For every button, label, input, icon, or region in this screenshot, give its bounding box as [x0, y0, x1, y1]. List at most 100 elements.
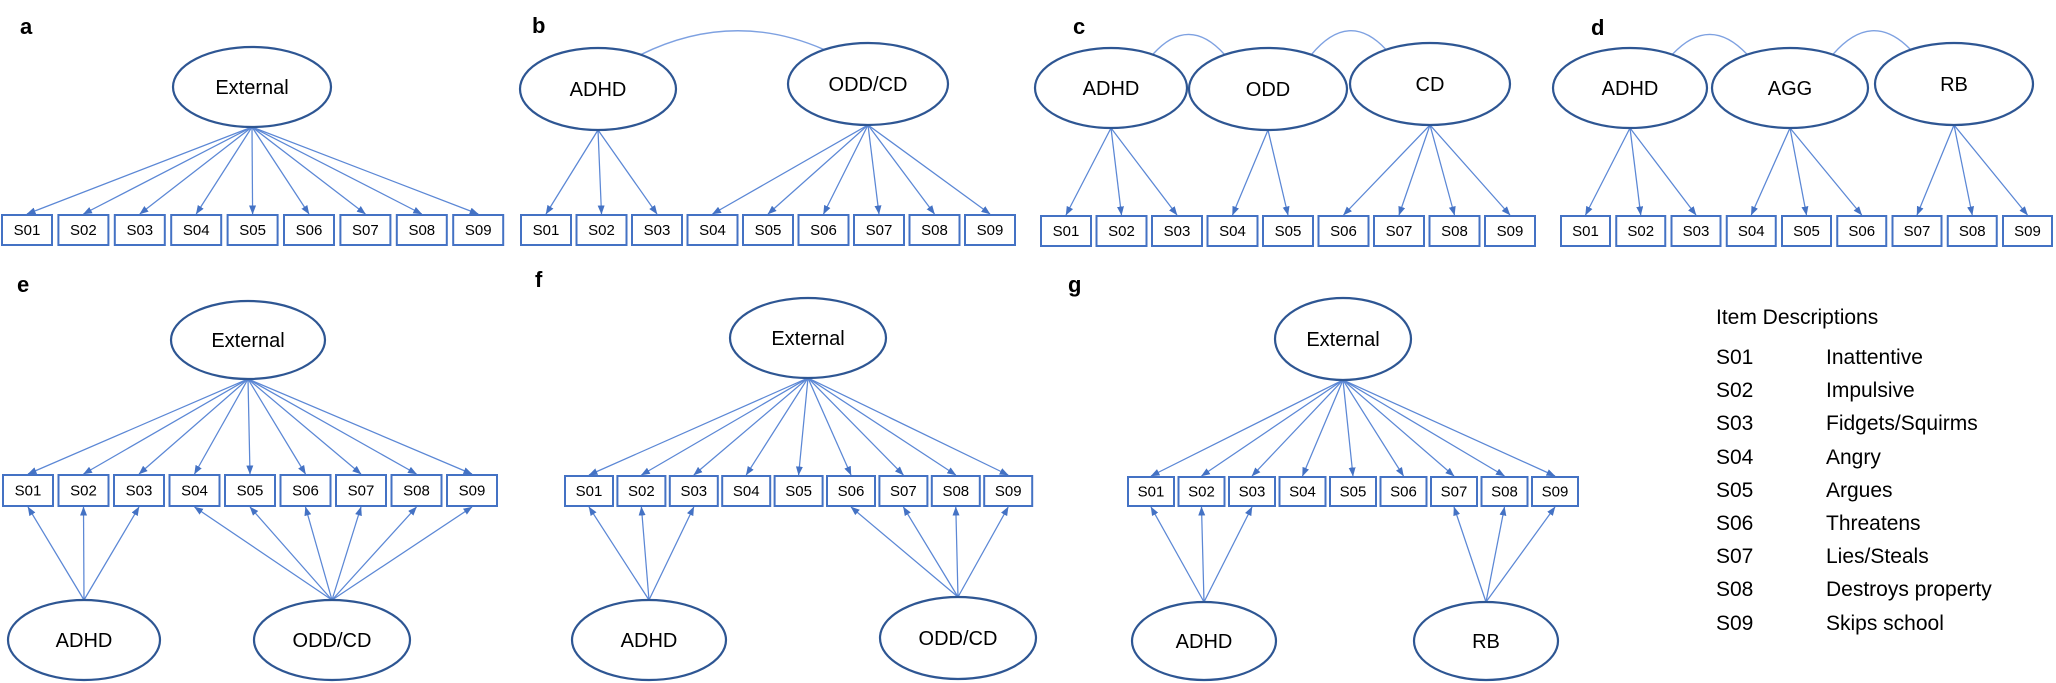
item-label: S08: [921, 222, 948, 239]
item-box-S01: [520, 214, 572, 246]
loading-arrow: [638, 506, 650, 601]
loading-arrow: [1485, 506, 1556, 603]
item-box-S08: [1428, 215, 1481, 247]
loading-arrow: [1789, 127, 1863, 216]
factor-ellipse-adhd: [1130, 600, 1278, 682]
loading-arrow: [193, 378, 249, 475]
loading-arrow: [822, 124, 869, 215]
loading-arrow: [867, 124, 936, 215]
item-box-S04: [170, 214, 223, 246]
covariance-arc: [1832, 30, 1912, 55]
item-label: S02: [1627, 223, 1654, 240]
loading-arrow: [83, 378, 249, 475]
factor-ellipse-odd-cd: [786, 41, 950, 127]
legend-row: S08 Destroys property: [1716, 573, 2056, 606]
loading-arrow: [1150, 506, 1205, 603]
panel-label-f: f: [535, 267, 543, 292]
item-label: S09: [459, 483, 486, 500]
factor-ellipse-odd-cd: [252, 598, 412, 682]
item-label: S05: [785, 483, 812, 500]
loading-arrow: [588, 377, 809, 476]
item-box-S08: [395, 214, 448, 246]
item-box-S03: [113, 214, 166, 246]
item-label: S03: [680, 483, 707, 500]
loading-arrow: [807, 377, 1009, 476]
loading-arrow: [1342, 379, 1556, 477]
item-label: S06: [292, 483, 319, 500]
loading-arrow: [195, 126, 253, 215]
loading-arrow: [1203, 506, 1253, 603]
legend-item-desc: Threatens: [1826, 512, 1921, 536]
loading-arrow: [1065, 127, 1112, 216]
item-box-S02: [616, 475, 667, 507]
loading-arrow: [1629, 127, 1697, 216]
factor-label: ADHD: [1083, 78, 1140, 100]
item-label: S08: [942, 483, 969, 500]
item-box-S05: [773, 475, 824, 507]
legend-item-desc: Argues: [1826, 478, 1893, 502]
item-label: S03: [126, 483, 153, 500]
item-box-S03: [668, 475, 719, 507]
loading-arrow: [27, 378, 249, 475]
loading-arrow: [1201, 379, 1344, 477]
item-box-S07: [1430, 476, 1478, 507]
item-label: S05: [237, 483, 264, 500]
loading-arrow: [1398, 124, 1431, 216]
item-box-S06: [826, 475, 876, 507]
loading-arrow: [597, 129, 658, 215]
item-box-S08: [1946, 215, 1998, 247]
item-box-S09: [1531, 476, 1579, 507]
loading-arrow: [1750, 127, 1791, 216]
loading-arrow: [850, 506, 959, 598]
item-box-S02: [57, 214, 110, 246]
item-box-S03: [1228, 476, 1276, 507]
factor-label: ADHD: [1176, 631, 1233, 653]
item-box-S08: [1480, 476, 1529, 507]
item-box-S03: [631, 214, 683, 246]
loading-arrow: [246, 378, 254, 475]
loading-arrow: [545, 129, 599, 215]
legend-row: S05 Argues: [1716, 474, 2056, 507]
factor-ellipse-rb: [1412, 600, 1560, 682]
item-label: S04: [181, 483, 208, 500]
factor-label: External: [1306, 329, 1379, 351]
loading-arrow: [138, 378, 249, 475]
loading-arrow: [247, 378, 362, 475]
item-box-S09: [983, 475, 1034, 507]
item-box-S06: [283, 214, 335, 246]
loading-arrow: [251, 126, 479, 215]
item-label: S02: [1108, 223, 1135, 240]
factor-ellipse-adhd: [6, 598, 162, 682]
item-label: S08: [1441, 223, 1468, 240]
item-box-S05: [224, 474, 276, 507]
item-box-S06: [279, 474, 332, 507]
factor-ellipse-external: [169, 299, 327, 381]
factor-ellipse-adhd: [570, 598, 728, 682]
factor-label: ODD/CD: [829, 74, 908, 96]
legend-item-code: S01: [1716, 346, 1754, 369]
loading-arrow: [640, 377, 809, 476]
item-label: S05: [1275, 223, 1302, 240]
loading-arrow: [1231, 129, 1269, 216]
item-label: S05: [1793, 223, 1820, 240]
item-label: S01: [576, 483, 603, 500]
loading-arrow: [1453, 506, 1487, 603]
item-label: S08: [403, 483, 430, 500]
item-label: S06: [1330, 223, 1357, 240]
factor-ellipse-external: [1273, 296, 1413, 382]
loading-arrow: [1429, 124, 1511, 216]
loading-arrow: [1110, 127, 1178, 216]
factor-ellipse-external: [171, 45, 333, 129]
panel-label-d: d: [1591, 15, 1605, 40]
item-box-S05: [1781, 215, 1832, 247]
item-box-S01: [1040, 215, 1092, 247]
legend-row: S03 Fidgets/Squirms: [1716, 407, 2056, 440]
factor-label: External: [211, 330, 284, 352]
item-box-S02: [1177, 476, 1226, 507]
legend-item-code: S07: [1716, 545, 1754, 569]
item-box-S05: [742, 214, 794, 246]
loading-arrow: [1629, 127, 1644, 216]
item-label: S08: [1959, 223, 1986, 240]
factor-label: ODD/CD: [293, 630, 372, 652]
item-label: S05: [755, 222, 782, 239]
